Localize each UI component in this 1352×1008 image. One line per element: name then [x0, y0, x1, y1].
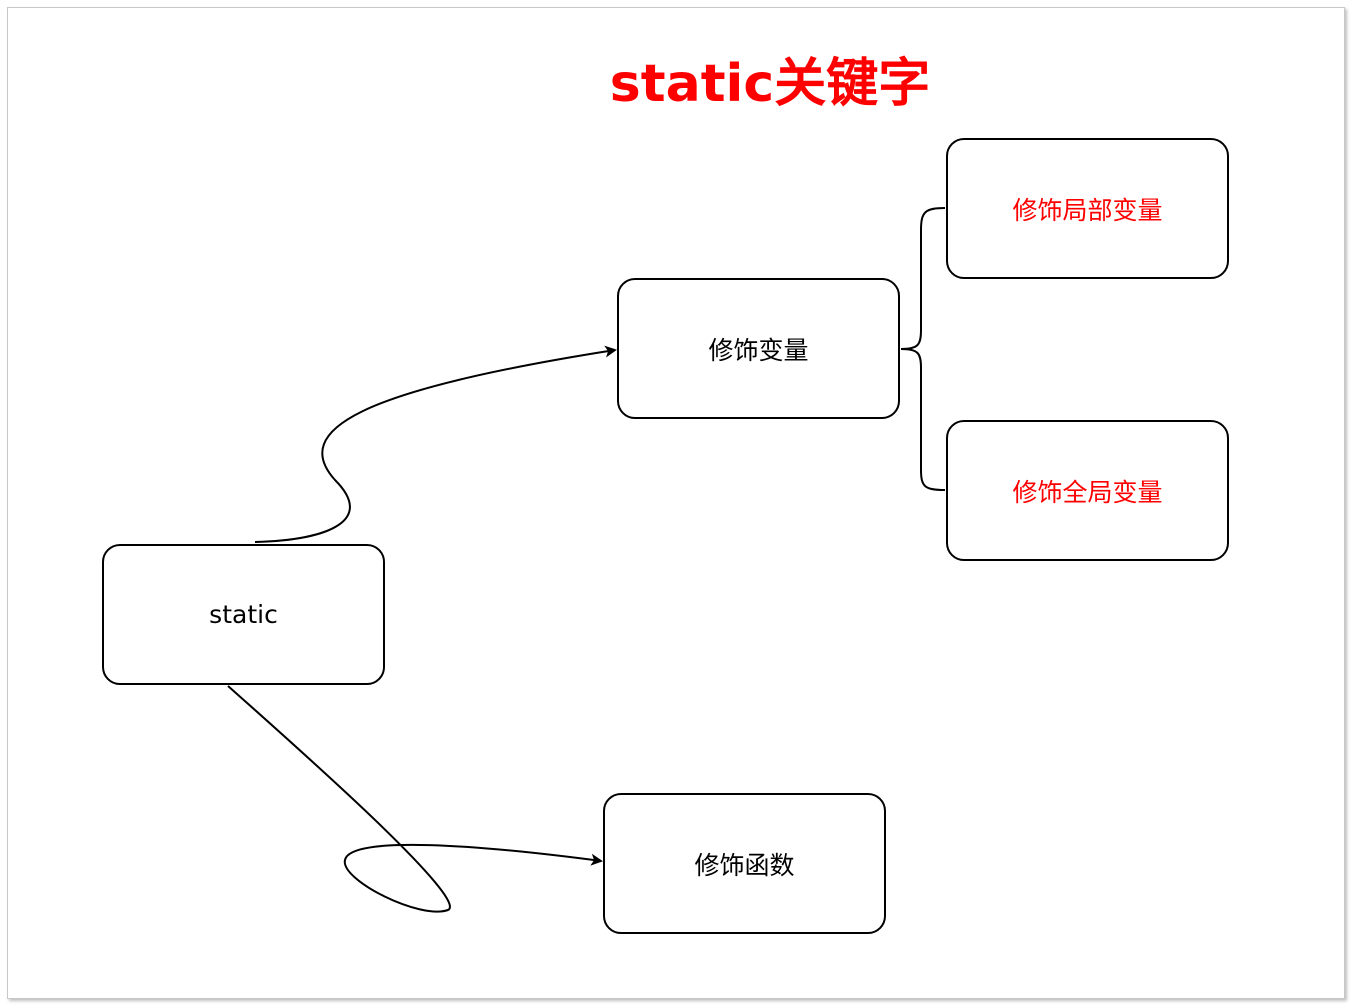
node-modify-variable[interactable]: 修饰变量 [617, 278, 900, 419]
node-modify-global-variable-label: 修饰全局变量 [1012, 477, 1163, 507]
node-modify-function[interactable]: 修饰函数 [603, 793, 886, 934]
bracket-connector [900, 207, 946, 350]
node-modify-variable-label: 修饰变量 [708, 335, 809, 365]
node-modify-local-variable[interactable]: 修饰局部变量 [946, 138, 1229, 279]
node-static[interactable]: static [102, 544, 385, 685]
diagram-title: static关键字 [609, 54, 931, 114]
node-modify-function-label: 修饰函数 [694, 850, 795, 880]
node-modify-local-variable-label: 修饰局部变量 [1012, 195, 1163, 225]
bracket-connector-lower [900, 348, 946, 491]
node-modify-global-variable[interactable]: 修饰全局变量 [946, 420, 1229, 561]
arrow-static-to-function [227, 685, 603, 913]
node-static-label: static [209, 600, 278, 629]
arrow-static-to-variable [254, 345, 617, 543]
